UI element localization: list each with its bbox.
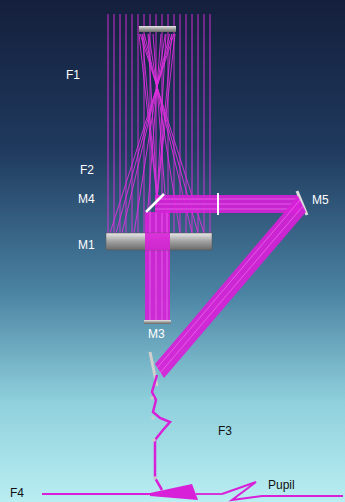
fold-mirror [146,194,164,212]
optic [150,396,154,400]
relay-rays [196,493,222,495]
mirror-label: M3 [148,327,165,341]
focus-label: F2 [80,163,94,177]
mirror-label: M5 [312,193,329,207]
lens [217,193,219,215]
relay-rays [42,493,160,495]
beam-rays [157,200,303,373]
mirror-label: M4 [78,192,95,206]
beam [145,212,170,320]
primary-hole [145,233,170,250]
beam-rays [155,199,300,209]
beam-rays [150,212,167,320]
optic [151,416,155,420]
optic [153,476,157,480]
focus-label: F3 [218,424,232,438]
secondary-rays [139,34,175,198]
beam [155,195,300,213]
primary-mirror [106,233,212,250]
mirror-label: M1 [78,238,95,252]
beam [155,196,306,378]
pupil-label: Pupil [268,478,295,492]
relay-rays [152,375,170,490]
focus-label: F4 [10,486,24,500]
tertiary-mirror [144,320,171,324]
focus-label: F1 [66,68,80,82]
optic [152,438,156,442]
secondary-mirror [139,26,176,32]
relay-rays [150,484,198,500]
